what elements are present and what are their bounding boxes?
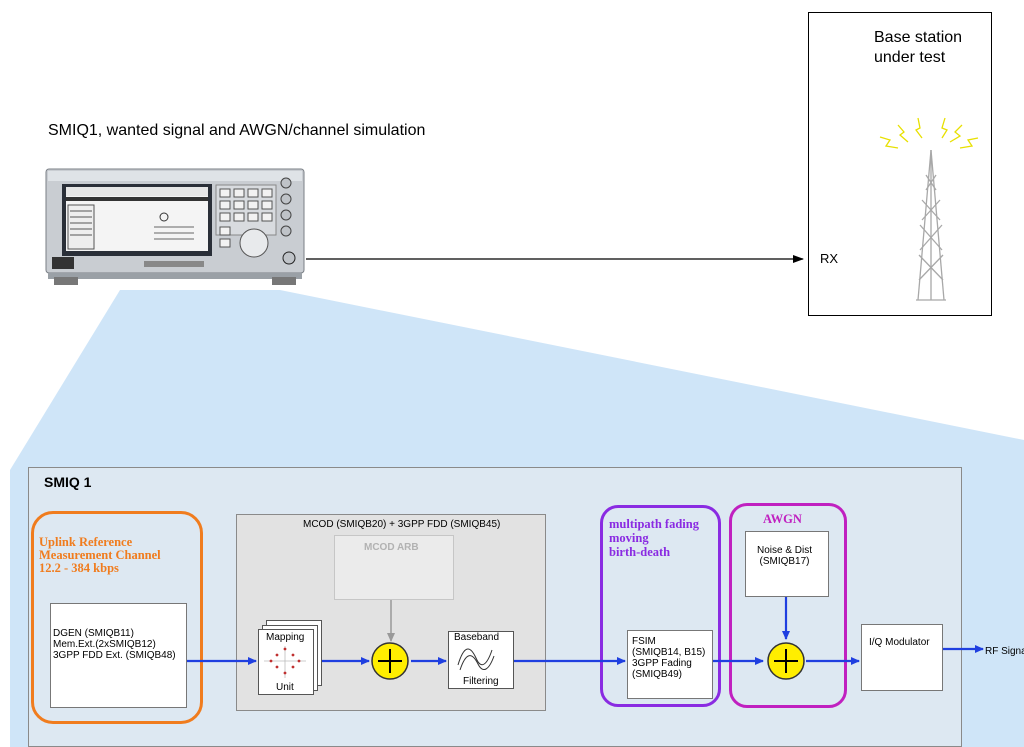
mcod-arb-label: MCOD ARB — [364, 542, 419, 553]
fsim-label-line2: (SMIQB14, B15) — [632, 647, 706, 658]
base-station-label-line1: Base station — [874, 29, 963, 46]
mapping-unit-label-bottom: Unit — [276, 682, 294, 693]
smiq-panel-title: SMIQ 1 — [44, 474, 92, 490]
mcod-arb-box — [334, 535, 454, 600]
uplink-label-line2: Measurement Channel — [39, 548, 161, 562]
dgen-label-line3: 3GPP FDD Ext. (SMIQB48) — [53, 650, 176, 661]
mapping-unit-label-top: Mapping — [266, 632, 305, 643]
rf-signal-label: RF Signa — [985, 646, 1024, 657]
noise-dist-label-line1: Noise & Dist — [757, 545, 813, 556]
fsim-label-line3: 3GPP Fading — [632, 658, 692, 669]
page-title: SMIQ1, wanted signal and AWGN/channel si… — [48, 122, 426, 139]
mcod-group-title: MCOD (SMIQB20) + 3GPP FDD (SMIQB45) — [303, 519, 501, 530]
awgn-group — [729, 503, 847, 708]
iq-modulator-box — [861, 624, 943, 691]
fsim-label-line4: (SMIQB49) — [632, 669, 683, 680]
mapping-unit-box — [258, 629, 314, 695]
uplink-group — [31, 511, 203, 724]
fsim-label: FSIM (SMIQB14, B15) 3GPP Fading (SMIQB49… — [632, 636, 705, 680]
fading-label-line3: birth-death — [609, 545, 671, 559]
base-station-label: Base station under test — [874, 28, 962, 68]
dgen-box — [50, 603, 187, 708]
noise-dist-label: Noise & Dist (SMIQB17) — [757, 545, 812, 567]
uplink-label: Uplink Reference Measurement Channel 12.… — [39, 536, 161, 575]
smiq-device-image — [44, 165, 308, 287]
uplink-label-line3: 12.2 - 384 kbps — [39, 561, 119, 575]
rx-label: RX — [820, 251, 839, 266]
fading-label-line2: moving — [609, 531, 649, 545]
device-svg — [45, 168, 305, 285]
fsim-box — [627, 630, 713, 699]
noise-dist-box — [745, 531, 829, 597]
dgen-label-line2: Mem.Ext.(2xSMIQB12) — [53, 639, 156, 650]
uplink-label-line1: Uplink Reference — [39, 535, 133, 549]
fading-label-line1: multipath fading — [609, 517, 699, 531]
dgen-label: DGEN (SMIQB11) Mem.Ext.(2xSMIQB12) 3GPP … — [53, 628, 176, 661]
fsim-label-line1: FSIM — [632, 636, 656, 647]
fading-label: multipath fading moving birth-death — [609, 517, 699, 559]
base-station-label-line2: under test — [874, 49, 946, 66]
baseband-label-top: Baseband — [454, 632, 500, 643]
iq-modulator-label: I/Q Modulator — [869, 637, 930, 648]
fading-group — [600, 505, 721, 707]
dgen-label-line1: DGEN (SMIQB11) — [53, 628, 134, 639]
noise-dist-label-line2: (SMIQB17) — [759, 556, 810, 567]
baseband-label-bottom: Filtering — [463, 676, 499, 687]
awgn-label: AWGN — [763, 512, 802, 526]
base-station-box — [808, 12, 992, 316]
